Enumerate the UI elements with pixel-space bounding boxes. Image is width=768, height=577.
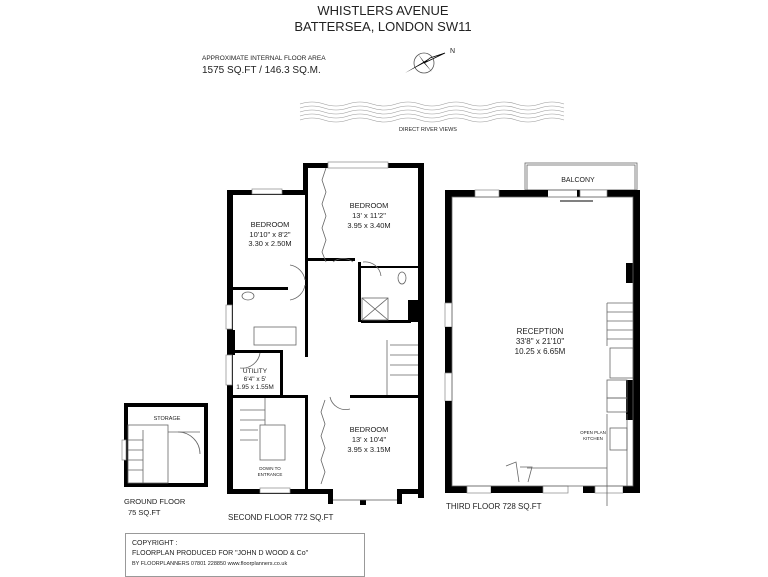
room-label-bedroom-3: BEDROOM (350, 425, 389, 434)
room-dims-reception-imperial: 33'8" x 21'10" (516, 337, 564, 346)
room-label-kitchen-line2: KITCHEN (583, 436, 603, 441)
room-dims-reception-metric: 10.25 x 6.65M (515, 347, 566, 356)
room-label-balcony: BALCONY (561, 177, 595, 184)
copyright-box: COPYRIGHT : FLOORPLAN PRODUCED FOR "JOHN… (125, 533, 365, 577)
room-dims-bedroom-3-imperial: 13' x 10'4" (352, 435, 387, 444)
room-label-bedroom-2: BEDROOM (350, 201, 389, 210)
area-value: 1575 SQ.FT / 146.3 SQ.M. (202, 65, 321, 76)
compass-north-label: N (450, 48, 455, 55)
second-floor-label: SECOND FLOOR 772 SQ.FT (228, 513, 333, 522)
compass-icon: N (405, 48, 455, 74)
copyright-line2: FLOORPLAN PRODUCED FOR "JOHN D WOOD & Co… (132, 550, 309, 557)
stairs-label-line2: ENTRANCE (258, 472, 283, 477)
room-label-reception: RECEPTION (517, 327, 564, 336)
property-title: WHISTLERS AVENUE (317, 3, 449, 18)
river-views-label: DIRECT RIVER VIEWS (399, 127, 457, 133)
ground-floor-plan (121, 403, 208, 487)
third-floor-plan (444, 162, 640, 506)
ground-floor-label: GROUND FLOOR (124, 497, 186, 506)
room-dims-bedroom-2-metric: 3.95 x 3.40M (347, 221, 390, 230)
third-floor-label: THIRD FLOOR 728 SQ.FT (446, 502, 542, 511)
room-label-kitchen-line1: OPEN PLAN (580, 430, 606, 435)
room-label-storage: STORAGE (154, 416, 181, 422)
room-label-utility: UTILITY (243, 368, 268, 375)
room-dims-bedroom-1-imperial: 10'10" x 8'2" (249, 230, 290, 239)
area-label: APPROXIMATE INTERNAL FLOOR AREA (202, 55, 326, 62)
stairs-label-line1: DOWN TO (259, 466, 281, 471)
property-subtitle: BATTERSEA, LONDON SW11 (294, 19, 471, 34)
room-dims-bedroom-2-imperial: 13' x 11'2" (352, 211, 386, 220)
room-dims-utility-metric: 1.95 x 1.55M (236, 384, 274, 391)
copyright-line3: BY FLOORPLANNERS 07801 228850 www.floorp… (132, 561, 288, 567)
room-dims-bedroom-3-metric: 3.95 x 3.15M (347, 445, 390, 454)
room-label-bedroom-1: BEDROOM (251, 220, 290, 229)
river-waves (299, 101, 565, 123)
ground-floor-area: 75 SQ.FT (128, 508, 161, 517)
room-dims-utility-imperial: 6'4" x 5' (244, 376, 267, 383)
copyright-line1: COPYRIGHT : (132, 540, 178, 547)
second-floor-plan (225, 161, 424, 505)
room-dims-bedroom-1-metric: 3.30 x 2.50M (248, 239, 291, 248)
